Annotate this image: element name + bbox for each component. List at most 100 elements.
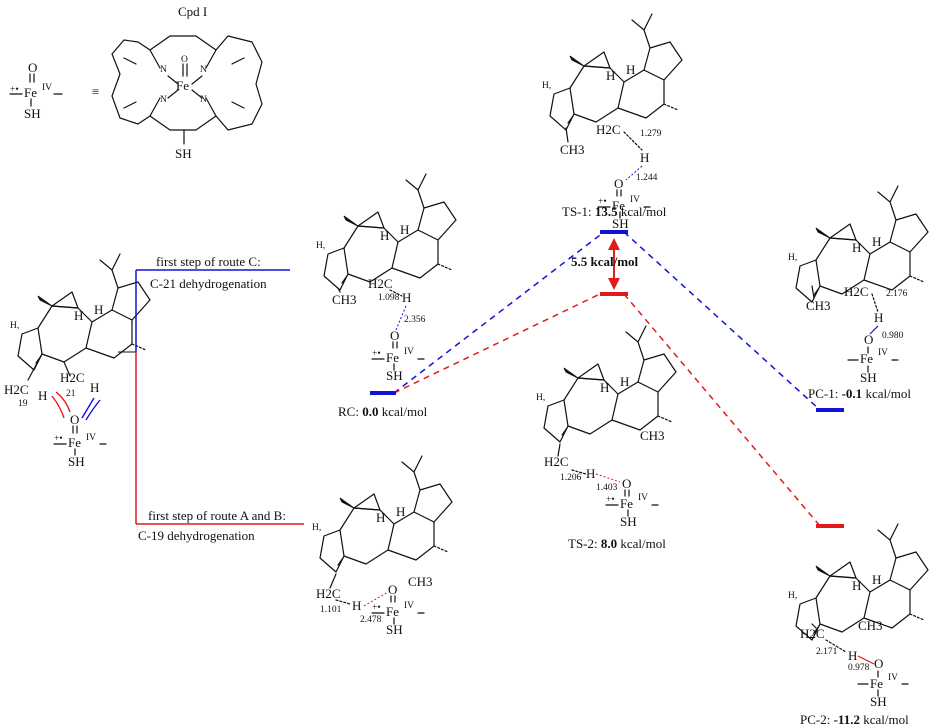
ts2-ch3: CH3	[640, 428, 665, 443]
porphyrin-fe: Fe	[176, 78, 189, 93]
rc-h2c: H2C	[368, 276, 393, 291]
rc19-h2c: H2C	[316, 586, 341, 601]
rc19-d1: 1.101	[320, 605, 342, 615]
ts1-name: TS-1:	[562, 204, 592, 219]
rc-energy: 0.0	[362, 404, 378, 419]
ts1-d2: 1.244	[636, 173, 658, 183]
rc-ts2-connector	[393, 293, 601, 394]
oxo-label: O	[28, 60, 37, 75]
pc1-name: PC-1:	[808, 386, 838, 401]
pc2-h: H	[848, 648, 857, 663]
barrier-difference-label: 5.5 kcal/mol	[571, 254, 639, 269]
cpd-label: Cpd I	[178, 4, 207, 19]
substrate-sh: SH	[68, 454, 85, 469]
pc1-structure: CH3 H2C 2.176 H 0.980 O Fe IV SH	[787, 185, 929, 385]
rc19-structure: CH3 H2C 1.101 H 2.478 O +• Fe IV SH	[311, 455, 453, 637]
substrate-fe: Fe	[68, 435, 81, 450]
energy-profile	[370, 230, 844, 528]
pc1-h: H	[874, 310, 883, 325]
pc2-h2c: H2C	[800, 626, 825, 641]
substrate-h-19: H	[38, 388, 47, 403]
iron-label: Fe	[24, 85, 37, 100]
ts2-fe: Fe	[620, 496, 633, 511]
ts1-fe: Fe	[612, 198, 625, 213]
pc2-energy: -11.2	[834, 712, 860, 727]
rc19-h: H	[352, 598, 361, 613]
substrate-h2c-19: H2C	[4, 382, 29, 397]
pc1-oxo: O	[864, 332, 873, 347]
ts2-h: H	[586, 466, 595, 481]
pc1-h2c: H2C	[844, 284, 869, 299]
carbon-21-number: 21	[66, 389, 76, 399]
rc-d1: 1.098	[378, 293, 400, 303]
ts1-unit: kcal/mol	[621, 204, 667, 219]
pc2-fe: Fe	[870, 676, 883, 691]
pc1-sh: SH	[860, 370, 877, 385]
rc-name: RC:	[338, 404, 359, 419]
substrate-fe-ox: IV	[86, 433, 96, 443]
porphyrin-sh: SH	[175, 146, 192, 161]
ts2-fe-ox: IV	[638, 493, 648, 503]
pc1-ch3: CH3	[806, 298, 831, 313]
pc2-oxo: O	[874, 656, 883, 671]
ts2-oxo: O	[622, 476, 631, 491]
cpd-i-shorthand: O +• Fe IV SH	[9, 60, 63, 121]
rc-sh: SH	[386, 368, 403, 383]
rc-ts1-connector	[393, 231, 605, 394]
pc2-structure: CH3 H2C 2.171 H 0.978 O Fe IV SH	[787, 523, 929, 709]
ts2-sh: SH	[620, 514, 637, 529]
substrate-oxo: O	[70, 412, 79, 427]
rc-unit: kcal/mol	[382, 404, 428, 419]
pc1-d1: 2.176	[886, 289, 908, 299]
pc1-fe: Fe	[860, 351, 873, 366]
rc-h: H	[402, 290, 411, 305]
rc-structure: CH3 H2C 1.098 H 2.356 O +• Fe IV SH	[315, 173, 457, 383]
rc19-fe: Fe	[386, 604, 399, 619]
rc-oxo: O	[390, 328, 399, 343]
svg-text:PC-2: -11.2 kcal/mol: PC-2: -11.2 kcal/mol	[800, 712, 909, 727]
nitrogen-1: N	[160, 65, 167, 75]
iron-oxidation: IV	[42, 83, 52, 93]
equivalence-symbol: ≡	[92, 84, 99, 99]
ts1-caption: TS-1: 13.5 kcal/mol	[562, 204, 667, 219]
ts1-fe-ox: IV	[630, 195, 640, 205]
ts2-unit: kcal/mol	[620, 536, 666, 551]
sh-label: SH	[24, 106, 41, 121]
ts1-h: H	[640, 150, 649, 165]
route-c-subtitle: C-21 dehydrogenation	[150, 276, 267, 291]
pc2-sh: SH	[870, 694, 887, 709]
pc1-unit: kcal/mol	[865, 386, 911, 401]
ts2-h2c: H2C	[544, 454, 569, 469]
rc19-fe-ox: IV	[404, 601, 414, 611]
rc-ch3: CH3	[332, 292, 357, 307]
pc2-d1: 2.171	[816, 647, 838, 657]
ts2-d1: 1.206	[560, 473, 582, 483]
svg-text:PC-1: -0.1 kcal/mol: PC-1: -0.1 kcal/mol	[808, 386, 911, 401]
pc2-d2: 0.978	[848, 663, 870, 673]
ts1-ch3: CH3	[560, 142, 585, 157]
route-c-title: first step of route C:	[156, 254, 261, 269]
rc-d2: 2.356	[404, 315, 426, 325]
rc19-oxo: O	[388, 582, 397, 597]
ts1-h2c: H2C	[596, 122, 621, 137]
route-ab-subtitle: C-19 dehydrogenation	[138, 528, 255, 543]
pc1-energy: -0.1	[842, 386, 863, 401]
ts2-d2: 1.403	[596, 483, 618, 493]
pc2-name: PC-2:	[800, 712, 830, 727]
svg-text:TS-1: 13.5 kcal/mol: TS-1: 13.5 kcal/mol	[562, 204, 667, 219]
ts1-sh: SH	[612, 216, 629, 231]
ts1-energy: 13.5	[595, 204, 618, 219]
pc2-caption: PC-2: -11.2 kcal/mol	[800, 712, 909, 727]
svg-text:RC: 0.0 kcal/mol: RC: 0.0 kcal/mol	[338, 404, 428, 419]
substrate-h2c-21: H2C	[60, 370, 85, 385]
ts1-structure: CH3 H2C 1.279 H 1.244 O +• Fe IV SH	[541, 13, 683, 231]
pc2-fe-ox: IV	[888, 673, 898, 683]
pc2-unit: kcal/mol	[863, 712, 909, 727]
rc-fe-ox: IV	[404, 347, 414, 357]
ts2-pc2-connector	[623, 293, 821, 527]
nitrogen-4: N	[200, 95, 207, 105]
ts2-name: TS-2:	[568, 536, 598, 551]
porphyrin-structure: Cpd I N N N N O Fe SH	[111, 4, 263, 161]
substrate-h-21: H	[90, 380, 99, 395]
